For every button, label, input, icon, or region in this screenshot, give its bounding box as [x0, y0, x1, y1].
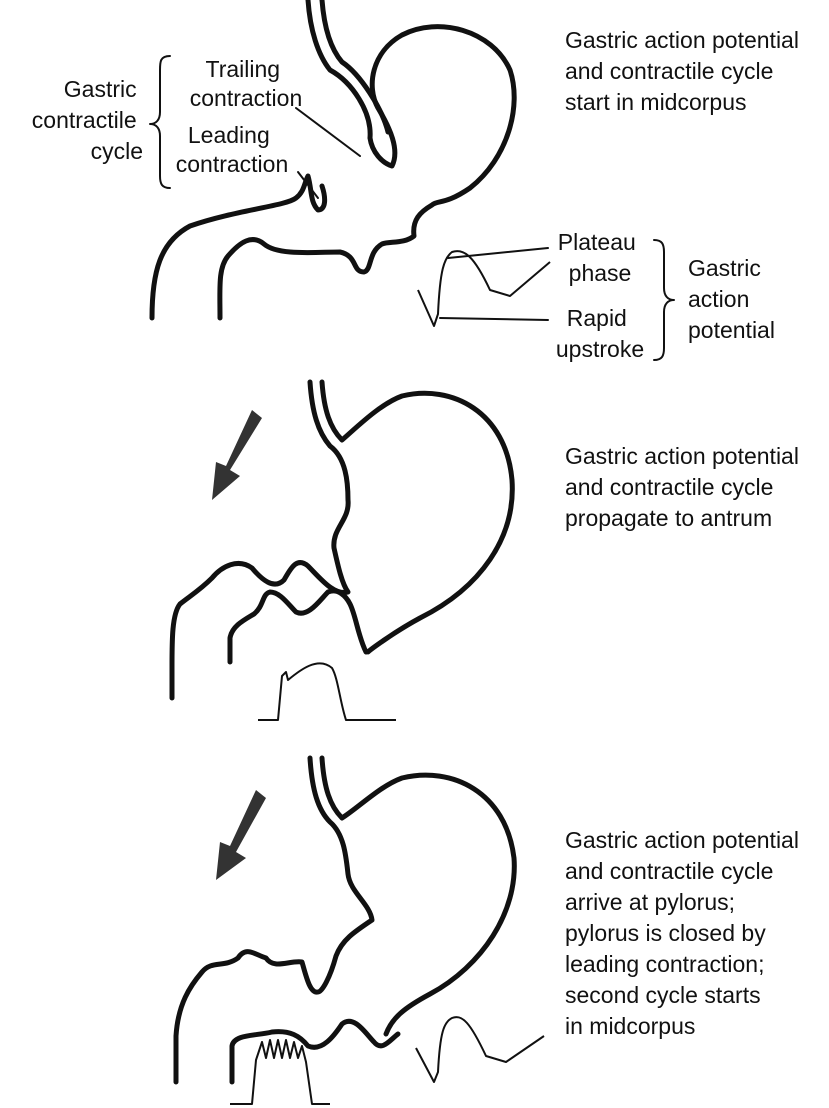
panel-3-caption: Gastric action potential and contractile… [565, 827, 805, 1039]
panel-1-caption-line-2: and contractile cycle [565, 58, 773, 84]
panel-1-trailing-leader [296, 108, 360, 156]
panel-1-upstroke-leader [440, 318, 548, 320]
panel-1-caption-line-3: start in midcorpus [565, 89, 747, 115]
panel-2-action-potential-trace [258, 663, 396, 720]
panel-1-potential-brace [654, 240, 674, 360]
panel-3-direction-arrow-icon [216, 790, 266, 880]
panel-2-caption: Gastric action potential and contractile… [565, 443, 805, 531]
panel-2-antrum-lower-wall [230, 591, 366, 662]
panel-3-caption-line-4: pylorus is closed by [565, 920, 766, 946]
panel-1-cycle-group-label: Gastric contractile cycle [32, 76, 143, 164]
panel-3-caption-line-1: Gastric action potential [565, 827, 799, 853]
panel-3-caption-line-3: arrive at pylorus; [565, 889, 735, 915]
panel-1-leading-label: Leading contraction [176, 122, 289, 177]
panel-1-plateau-label: Plateau phase [558, 229, 642, 286]
panel-1-action-potential-trace [418, 251, 550, 326]
panel-1-upstroke-label: Rapid upstroke [556, 305, 644, 362]
panel-3: Gastric action potential and contractile… [176, 758, 805, 1104]
panel-3-caption-line-6: second cycle starts [565, 982, 761, 1008]
panel-3-caption-line-2: and contractile cycle [565, 858, 773, 884]
panel-2-stomach-outer-wall [172, 382, 348, 698]
panel-2-direction-arrow-icon [212, 410, 262, 500]
panel-1-cycle-brace [150, 56, 170, 188]
panel-1: Gastric action potential and contractile… [32, 0, 806, 362]
panel-3-caption-line-7: in midcorpus [565, 1013, 695, 1039]
panel-2: Gastric action potential and contractile… [172, 382, 805, 720]
panel-2-caption-line-1: Gastric action potential [565, 443, 799, 469]
panel-1-trailing-label: Trailing contraction [190, 56, 303, 111]
panel-2-caption-line-2: and contractile cycle [565, 474, 773, 500]
panel-3-stomach-inner-wall [322, 758, 514, 1034]
panel-3-antrum-lower-wall [232, 1021, 398, 1082]
panel-1-potential-group-label: Gastric action potential [688, 255, 775, 343]
panel-1-caption-line-1: Gastric action potential [565, 27, 799, 53]
panel-1-caption: Gastric action potential and contractile… [565, 27, 805, 115]
panel-1-stomach-inner-wall [322, 0, 388, 132]
panel-3-caption-line-5: leading contraction; [565, 951, 764, 977]
panel-2-caption-line-3: propagate to antrum [565, 505, 772, 531]
panel-3-second-action-potential-trace [416, 1017, 544, 1082]
